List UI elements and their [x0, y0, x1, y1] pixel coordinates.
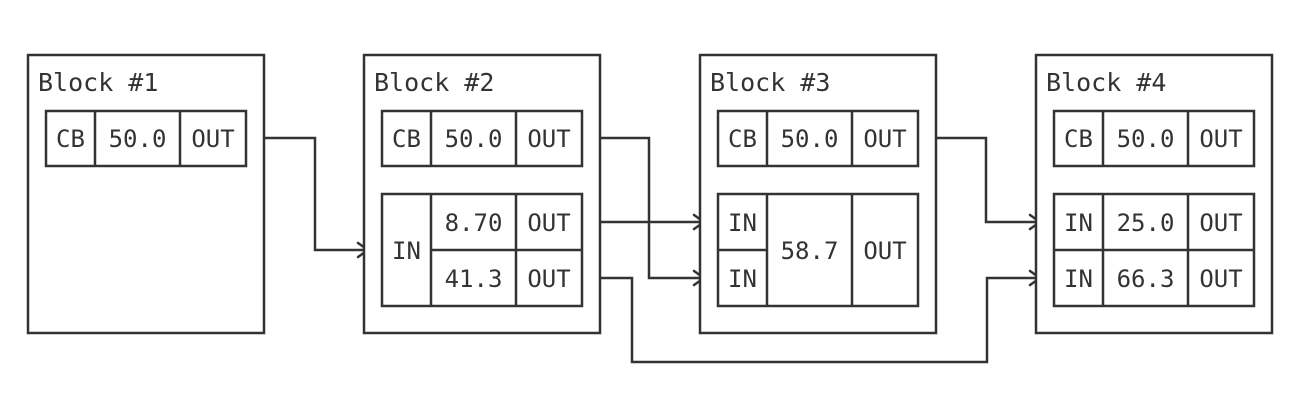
block-2-cb-value: 50.0	[445, 125, 503, 153]
block-2-splitter-value-1: 8.70	[445, 209, 503, 237]
block-2-splitter-value-2: 41.3	[445, 265, 503, 293]
wire-b2-cb-out-to-b3-in2	[582, 136, 704, 280]
block-4-cb-out: OUT	[1199, 125, 1242, 153]
block-1-cb-out: OUT	[191, 125, 234, 153]
block-4-input-1-in: IN	[1064, 209, 1093, 237]
block-3-cb-value: 50.0	[781, 125, 839, 153]
block-3: Block #3 CB 50.0 OUT IN IN 58.7 OUT	[698, 53, 938, 335]
block-2-cb-row: CB 50.0 OUT	[380, 109, 584, 168]
block-4-cb-label: CB	[1064, 125, 1093, 153]
connections	[246, 136, 1042, 364]
block-3-merger-out: OUT	[863, 237, 906, 265]
wire-b1-out-to-b2-in	[246, 136, 367, 252]
block-3-cb-out: OUT	[863, 125, 906, 153]
wire-b3-cb-out-to-b4-in1	[918, 136, 1040, 224]
wire-b2-out2-to-b4-in2	[582, 276, 1040, 364]
block-2-cb-out: OUT	[527, 125, 570, 153]
block-2-splitter: IN 8.70 OUT 41.3 OUT	[380, 192, 584, 308]
block-1-title: Block #1	[38, 68, 158, 97]
block-1-cb-row: CB 50.0 OUT	[44, 109, 248, 168]
block-4-cb-row: CB 50.0 OUT	[1052, 109, 1256, 168]
block-4-input-1-value: 25.0	[1117, 209, 1175, 237]
block-1-cb-label: CB	[56, 125, 85, 153]
block-1: Block #1 CB 50.0 OUT	[26, 53, 266, 335]
block-3-cb-row: CB 50.0 OUT	[716, 109, 920, 168]
block-4-input-2-out: OUT	[1199, 265, 1242, 293]
block-2-splitter-in: IN	[392, 237, 421, 265]
block-2-cb-label: CB	[392, 125, 421, 153]
block-3-cb-label: CB	[728, 125, 757, 153]
block-4-title: Block #4	[1046, 68, 1166, 97]
block-1-cb-value: 50.0	[109, 125, 167, 153]
block-3-merger-in-2: IN	[728, 265, 757, 293]
block-3-merger-value: 58.7	[781, 237, 839, 265]
block-4: Block #4 CB 50.0 OUT IN 25.0 OUT IN 66.3…	[1034, 53, 1274, 335]
block-2-splitter-out-1: OUT	[527, 209, 570, 237]
block-1-frame	[26, 53, 266, 335]
block-2-splitter-out-2: OUT	[527, 265, 570, 293]
block-3-merger-in-1: IN	[728, 209, 757, 237]
block-3-title: Block #3	[710, 68, 830, 97]
block-4-input-1-out: OUT	[1199, 209, 1242, 237]
block-4-input-2-in: IN	[1064, 265, 1093, 293]
block-2: Block #2 CB 50.0 OUT IN 8.70 OUT 41.3 OU…	[362, 53, 602, 335]
block-4-cb-value: 50.0	[1117, 125, 1175, 153]
block-4-inputs: IN 25.0 OUT IN 66.3 OUT	[1052, 192, 1256, 308]
block-4-input-2-value: 66.3	[1117, 265, 1175, 293]
block-2-title: Block #2	[374, 68, 494, 97]
block-3-merger: IN IN 58.7 OUT	[716, 192, 920, 308]
